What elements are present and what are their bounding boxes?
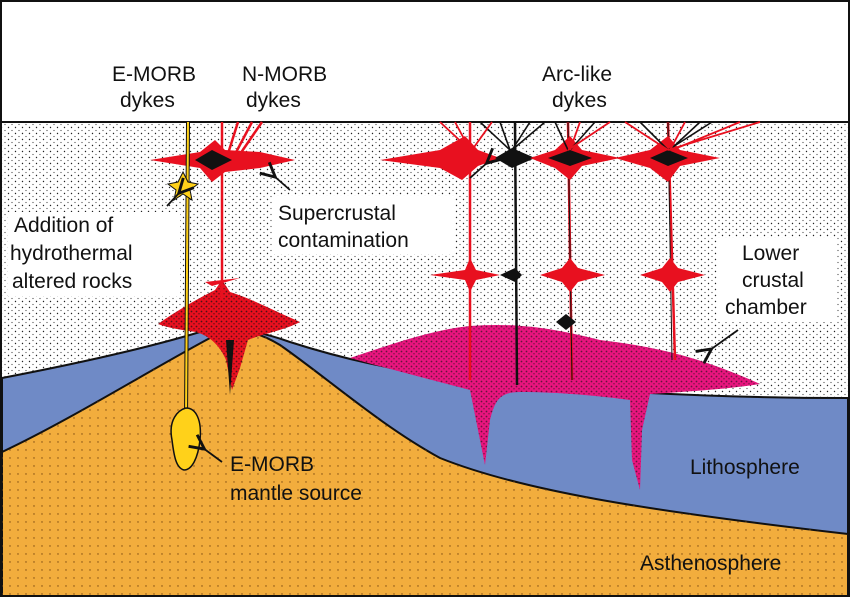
label-lower-crustal-1: Lower [742,242,799,265]
lower-crustal-chamber-texture [350,324,760,490]
label-supercrustal-2: contamination [278,229,409,252]
nmorb-feeder [226,340,234,395]
label-lower-crustal-2: crustal [742,269,804,292]
label-hydrothermal-2: hydrothermal [10,242,133,265]
label-emorb-source-2: mantle source [230,482,362,505]
label-arc-dykes-2: dykes [552,89,607,112]
label-emorb-source-1: E-MORB [230,453,314,476]
emorb-dyke [184,121,190,421]
arrow-icon [166,162,739,463]
label-nmorb-dykes-2: dykes [246,89,301,112]
label-lower-crustal-3: chamber [725,296,807,319]
lower-crustal-label-bg [718,238,836,322]
label-nmorb-dykes-1: N-MORB [242,63,327,86]
supercrustal-label-bg [272,196,454,254]
label-supercrustal-1: Supercrustal [278,202,396,225]
label-lithosphere: Lithosphere [690,456,800,479]
nmorb-chamber-texture [158,280,300,390]
hydrothermal-label-bg [8,212,180,296]
asthenosphere-texture [2,330,848,596]
label-hydrothermal-1: Addition of [14,214,113,237]
ridge-sill-core [195,150,232,170]
label-emorb-dykes-1: E-MORB [112,63,196,86]
label-emorb-dykes-2: dykes [120,89,175,112]
label-asthenosphere: Asthenosphere [640,552,781,575]
nmorb-small-sill [205,278,240,286]
label-arc-dykes-1: Arc-like [542,63,612,86]
label-hydrothermal-3: altered rocks [12,270,132,293]
arc-dykes [380,121,761,386]
